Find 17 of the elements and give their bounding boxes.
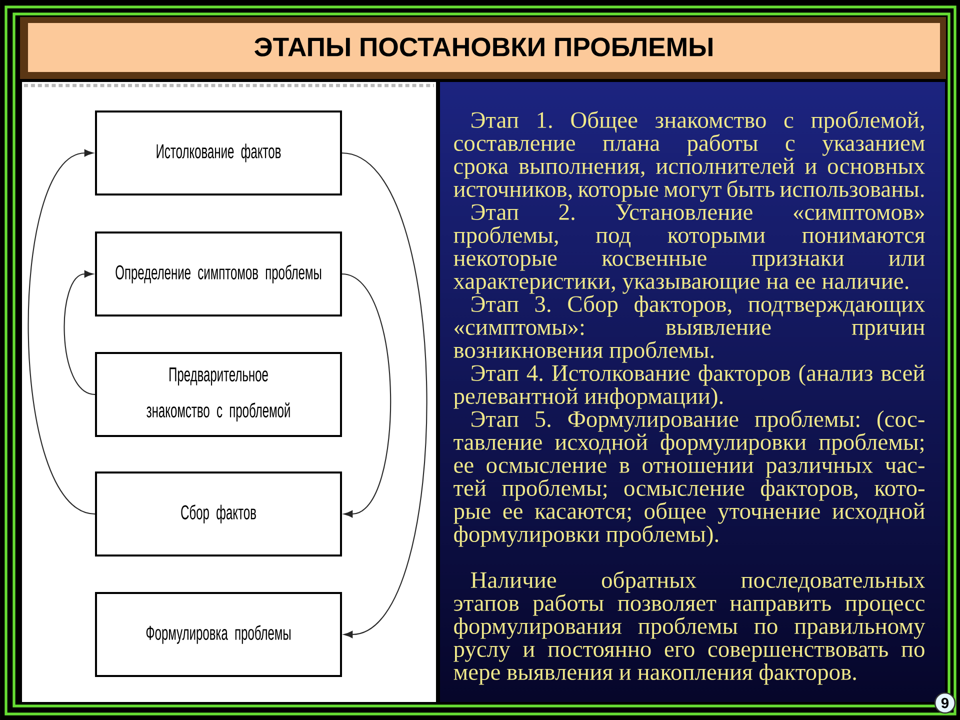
process-box: Сбор фактов [95,472,342,556]
arrow [342,273,392,518]
arrow [28,149,96,514]
process-box: Формулировка проблемы [95,592,342,677]
paragraph: Этап 4. Истолкование факторов (анализ всей релевантной информации). [454,364,925,409]
paragraph: Этап 5. Формулирование проблемы: (сос-тавление исходной формулировки проблемы; ее осмысление в отношении различных час-тей проблемы; осмысление факторов, кото-рые ее касаются; общее уточнение исходной формулировки проблемы). [454,410,925,547]
paragraph: Наличие обратных последовательных этапов работы позволяет направить процесс формулирования проблемы по правильному руслу и постоянно его совершенствовать по мере выявления и накопления факторов. [454,571,926,685]
title-bar: ЭТАПЫ ПОСТАНОВКИ ПРОБЛЕМЫ [20,17,946,79]
paragraph: Этап 3. Сбор факторов, подтверждающих «симптомы»: выявление причин возникновения проблемы. [454,295,925,363]
paragraph: Этап 2. Установление «симптомов» проблемы, под которыми понимаются некоторые косвенные признаки или характеристики, указывающие на ее наличие. [453,204,925,294]
page-number: 9 [934,692,956,714]
paragraph: Этап 1. Общее знакомство с проблемой, составление плана работы с указанием срока выполнения, исполнителей и основных источников, которые могут быть использованы. [454,111,925,202]
arrow [64,270,96,395]
arrow [342,152,428,638]
process-box: Определение симптомов проблемы [95,232,342,316]
process-box: Истолкование фактов [95,110,342,196]
process-box: Предварительное знакомство с проблемой [95,352,342,437]
